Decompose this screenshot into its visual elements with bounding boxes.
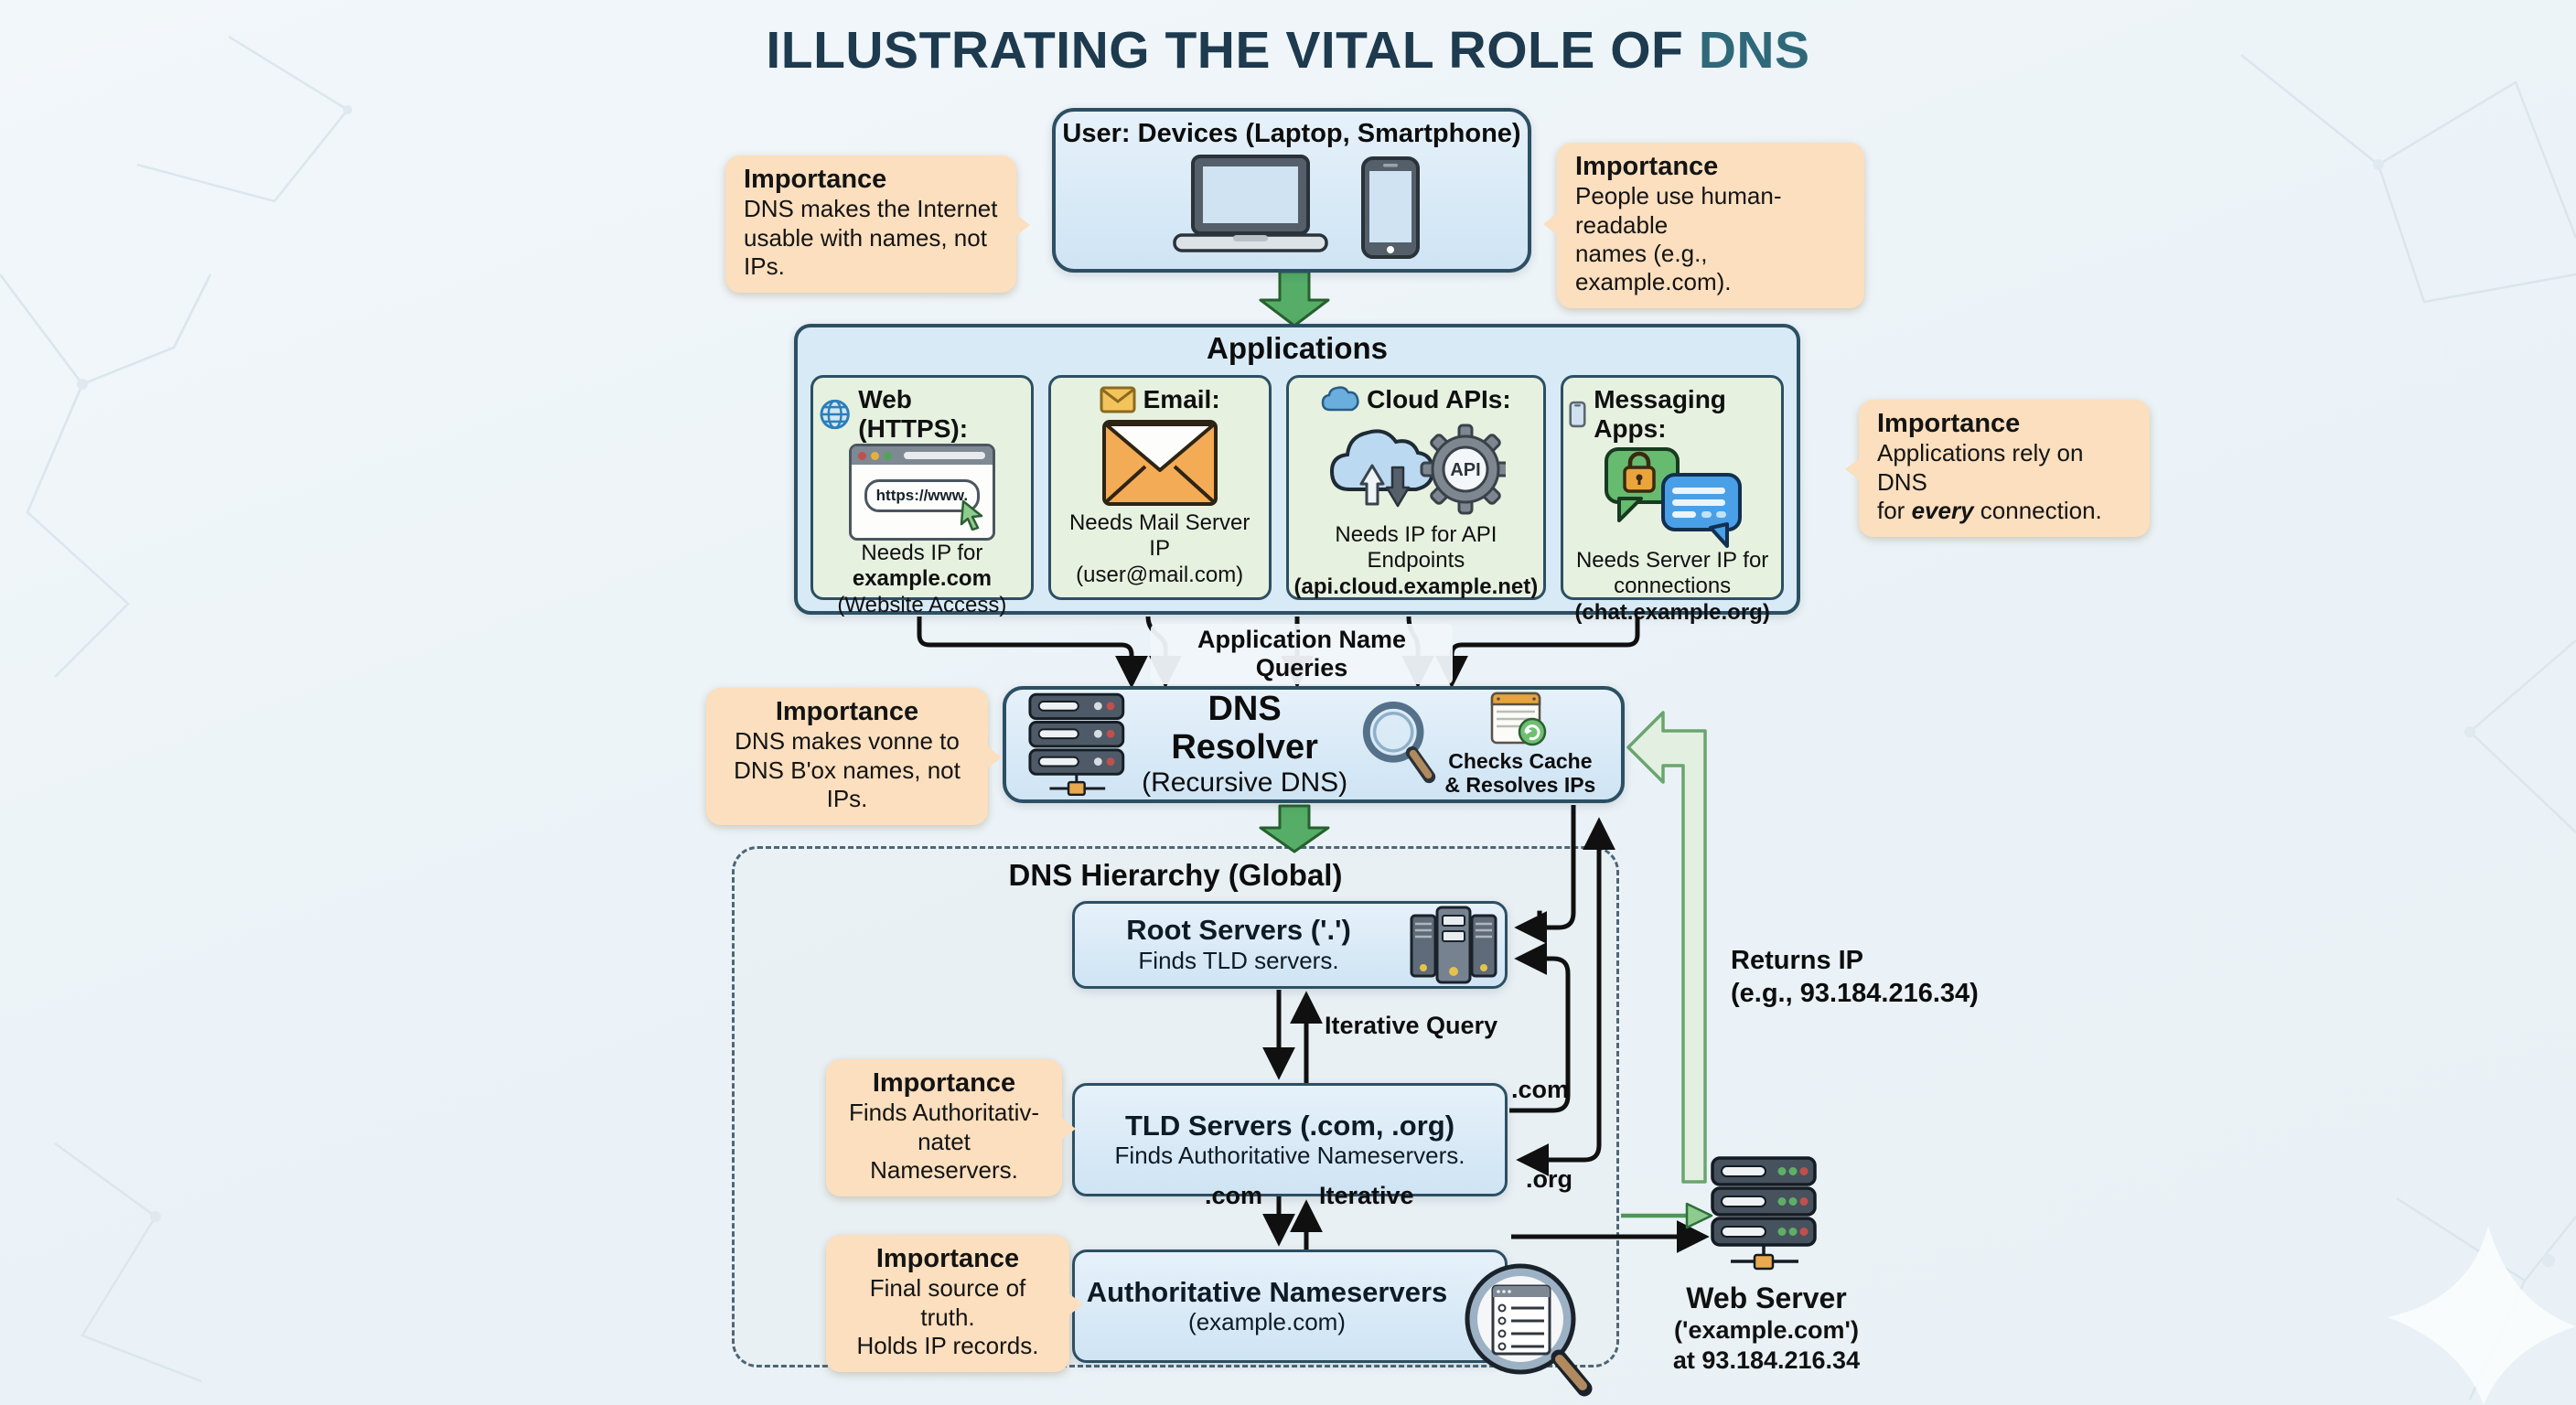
label-iterative-query: Iterative Query xyxy=(1325,1012,1498,1039)
card-text-line: example.com xyxy=(852,566,992,592)
callout-heading: Importance xyxy=(744,165,887,194)
cloud-api-gear-icon: API xyxy=(1329,424,1506,515)
web-server-ip: at 93.184.216.34 xyxy=(1672,1346,1861,1374)
browser-window-icon: https://www. xyxy=(848,444,995,541)
callout-line: for every connection. xyxy=(1877,496,2102,524)
app-card-title: Messaging Apps: xyxy=(1594,385,1726,443)
label-root-dot: . xyxy=(1535,885,1545,923)
api-gear-label: API xyxy=(1450,460,1480,480)
tld-title: TLD Servers (.com, .org) xyxy=(1124,1109,1455,1142)
label-com-lower: .com xyxy=(1204,1182,1262,1209)
web-server-caption: Web Server ('example.com') at 93.184.216… xyxy=(1637,1281,1895,1375)
hierarchy-title: DNS Hierarchy (Global) xyxy=(1008,858,1343,892)
cloud-small-icon xyxy=(1321,386,1359,412)
cursor-icon xyxy=(960,499,983,531)
callout-line: Final source of truth. xyxy=(869,1274,1026,1331)
card-text-line: (api.cloud.example.net) xyxy=(1293,574,1539,599)
callout-line: Holds IP records. xyxy=(856,1331,1039,1359)
label-org: .org xyxy=(1526,1165,1572,1193)
callout-line: DNS B'ox names, not IPs. xyxy=(734,756,961,812)
secure-chat-icon xyxy=(1605,447,1743,548)
callout-line: usable with names, not IPs. xyxy=(744,223,987,280)
phone-small-icon xyxy=(1569,401,1586,428)
envelope-large-icon xyxy=(1101,419,1218,506)
tld-subtitle: Finds Authoritative Nameservers. xyxy=(1114,1142,1465,1170)
callout-internet-usable: Importance DNS makes the Internet usable… xyxy=(725,156,1030,293)
callout-line: DNS makes the Internet xyxy=(744,195,998,223)
callout-line: People use human-readable xyxy=(1575,182,1782,239)
resolver-subtitle: (Recursive DNS) xyxy=(1142,767,1348,798)
cache-note: Checks Cache & Resolves IPs xyxy=(1444,749,1596,797)
root-title: Root Servers ('.') xyxy=(1126,914,1351,947)
app-card-title: Cloud APIs: xyxy=(1367,385,1511,413)
app-card-email: Email: Needs Mail Server IP (user@mail.c… xyxy=(1047,375,1272,600)
card-text-line: Needs IP for xyxy=(861,541,983,565)
root-subtitle: Finds TLD servers. xyxy=(1138,946,1339,974)
card-text-line: (Website Access) xyxy=(837,592,1007,617)
label-application-name-queries: Application Name Queries xyxy=(1151,624,1453,685)
smartphone-icon xyxy=(1361,156,1420,259)
web-server-domain: ('example.com') xyxy=(1674,1316,1859,1345)
callout-resolver: Importance DNS makes vonne to DNS B'ox n… xyxy=(706,688,1002,825)
card-text-line: connections xyxy=(1614,574,1732,599)
page-title-text: ILLUSTRATING THE VITAL ROLE OF xyxy=(766,21,1699,80)
dns-resolver-box: DNS Resolver (Recursive DNS) xyxy=(1003,686,1625,803)
laptop-icon xyxy=(1173,155,1328,252)
api-gear: API xyxy=(1420,424,1506,515)
address-bar-url: https://www. xyxy=(875,487,969,504)
resolver-server-icon xyxy=(1028,692,1125,797)
user-devices-title: User: Devices (Laptop, Smartphone) xyxy=(1062,119,1521,148)
label-com-upper: .com xyxy=(1511,1076,1570,1103)
applications-box: Applications Web (HTTPS): xyxy=(794,324,1800,625)
tld-servers-box: TLD Servers (.com, .org) Finds Authorita… xyxy=(1072,1083,1508,1196)
callout-line: natet Nameservers. xyxy=(870,1127,1018,1184)
page-title: ILLUSTRATING THE VITAL ROLE OF DNS xyxy=(0,20,2576,80)
callout-heading: Importance xyxy=(872,1068,1016,1098)
records-magnifier-icon xyxy=(1465,1263,1593,1397)
authoritative-nameservers-box: Authoritative Nameservers (example.com) xyxy=(1072,1249,1508,1363)
root-server-tower-icon xyxy=(1410,906,1497,984)
callout-line: names (e.g., example.com). xyxy=(1575,239,1732,295)
address-bar: https://www. xyxy=(864,479,980,512)
callout-line: DNS makes vonne to xyxy=(735,727,960,756)
authoritative-title: Authoritative Nameservers xyxy=(1086,1275,1448,1308)
card-text-line: Needs IP for API xyxy=(1335,522,1497,547)
card-text-line: Endpoints xyxy=(1367,548,1465,574)
resolver-title: DNS Resolver xyxy=(1171,690,1318,767)
callout-heading: Importance xyxy=(775,697,919,726)
page-title-accent: DNS xyxy=(1698,21,1810,80)
app-card-cloud-apis: Cloud APIs: xyxy=(1285,375,1547,600)
callout-authoritative: Importance Final source of truth. Holds … xyxy=(826,1235,1083,1372)
magnifier-icon xyxy=(1362,701,1435,784)
callout-heading: Importance xyxy=(875,1244,1020,1273)
envelope-small-icon xyxy=(1100,386,1136,413)
cache-table-icon xyxy=(1490,692,1547,746)
app-card-title: Web (HTTPS): xyxy=(858,385,969,443)
card-text-line: Needs Server IP for xyxy=(1575,548,1769,573)
card-text-line: (chat.example.org) xyxy=(1574,599,1770,625)
callout-apps-rely: Importance Applications rely on DNS for … xyxy=(1845,400,2150,537)
web-server-icon xyxy=(1711,1156,1817,1271)
app-card-web: Web (HTTPS): https://www. xyxy=(810,375,1034,617)
label-iterative: Iterative xyxy=(1319,1182,1414,1209)
callout-heading: Importance xyxy=(1575,152,1719,181)
callout-heading: Importance xyxy=(1877,409,2021,438)
callout-tld: Importance Finds Authoritativ- natet Nam… xyxy=(826,1059,1076,1196)
callout-line: Finds Authoritativ- xyxy=(848,1099,1040,1127)
authoritative-subtitle: (example.com) xyxy=(1188,1308,1346,1336)
web-server-title: Web Server xyxy=(1686,1282,1847,1314)
user-devices-box: User: Devices (Laptop, Smartphone) xyxy=(1052,108,1531,273)
app-card-title: Email: xyxy=(1143,385,1220,413)
applications-title: Applications xyxy=(1206,331,1389,365)
callout-line: Applications rely on DNS xyxy=(1877,439,2084,496)
card-text-line: Needs Mail Server IP xyxy=(1068,510,1250,562)
label-returns-ip: Returns IP (e.g., 93.184.216.34) xyxy=(1731,946,1979,1009)
globe-icon xyxy=(820,399,850,430)
callout-human-readable: Importance People use human-readable nam… xyxy=(1543,143,1864,309)
app-card-messaging: Messaging Apps: xyxy=(1561,375,1785,625)
card-text-line: (user@mail.com) xyxy=(1076,562,1244,587)
root-servers-box: Root Servers ('.') Finds TLD servers. xyxy=(1072,901,1508,989)
